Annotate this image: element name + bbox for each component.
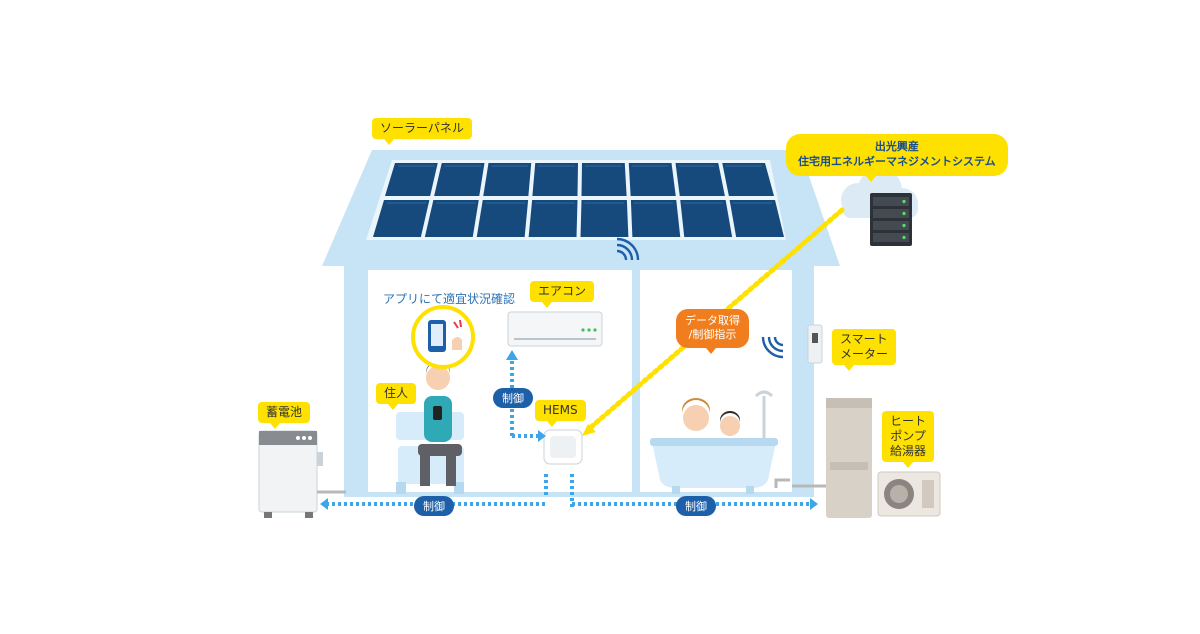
- smartphone-icon: [411, 305, 475, 369]
- data-acquire-label: データ取得 /制御指示: [676, 309, 749, 354]
- cloud-system-title: 出光興産 住宅用エネルギーマネジメントシステム: [786, 134, 1008, 182]
- solar-cell: [581, 163, 627, 196]
- wifi-signal-icon: [761, 336, 784, 359]
- heat-pump-label: ヒート ポンプ 給湯器: [882, 411, 935, 468]
- solar-cell: [532, 163, 578, 196]
- solar-cell: [434, 163, 485, 196]
- heat-pump-water-heater: [826, 398, 941, 518]
- solar-cell: [528, 200, 578, 237]
- resident: [396, 362, 464, 494]
- aircon-label: エアコン: [530, 281, 595, 308]
- solar-cell: [580, 200, 629, 237]
- solar-cell: [483, 163, 532, 196]
- control-badge-vertical: 制御: [493, 388, 533, 408]
- smart-meter-label-line-1: スマート: [840, 332, 888, 346]
- cloud-company-name: 出光興産: [874, 140, 919, 153]
- control-badge-right: 制御: [676, 496, 716, 516]
- solar-cell: [675, 163, 725, 196]
- app-check-label: アプリにて適宜状況確認: [383, 292, 516, 306]
- data-acquire-label-line-1: データ取得: [685, 314, 740, 327]
- solar-panels: [373, 163, 784, 237]
- resident-label: 住人: [376, 383, 417, 410]
- pipes: [317, 478, 826, 494]
- data-acquire-label-line-2: /制御指示: [688, 328, 737, 342]
- heat-pump-label-line-2: ポンプ: [890, 429, 926, 443]
- heat-pump-label-line-3: 給湯器: [890, 444, 927, 458]
- storage-battery: [258, 430, 323, 518]
- solar-cell: [729, 200, 784, 237]
- heat-pump-label-line-1: ヒート: [890, 414, 927, 428]
- control-arrows: [320, 350, 818, 510]
- solar-cell: [630, 200, 681, 237]
- solar-cell: [680, 200, 733, 237]
- hems-device: [543, 429, 583, 465]
- solar-cell: [385, 163, 438, 196]
- solar-cell: [722, 163, 774, 196]
- smart-meter: [807, 324, 823, 364]
- server-icon: [870, 193, 912, 246]
- solar-cell: [476, 200, 529, 237]
- air-conditioner: [507, 311, 603, 347]
- control-badge-left: 制御: [414, 496, 454, 516]
- solar-panel-label: ソーラーパネル: [372, 118, 472, 145]
- solar-cell: [424, 200, 479, 237]
- hems-label: HEMS: [535, 400, 586, 427]
- wifi-signal-icon: [616, 237, 640, 261]
- bathtub: [650, 390, 778, 494]
- solar-cell: [373, 200, 430, 237]
- solar-cell: [628, 163, 676, 196]
- cloud-system-name: 住宅用エネルギーマネジメントシステム: [798, 154, 996, 168]
- smart-meter-label: スマート メーター: [832, 329, 897, 371]
- smart-meter-label-line-2: メーター: [840, 347, 889, 361]
- storage-battery-label: 蓄電池: [258, 402, 311, 429]
